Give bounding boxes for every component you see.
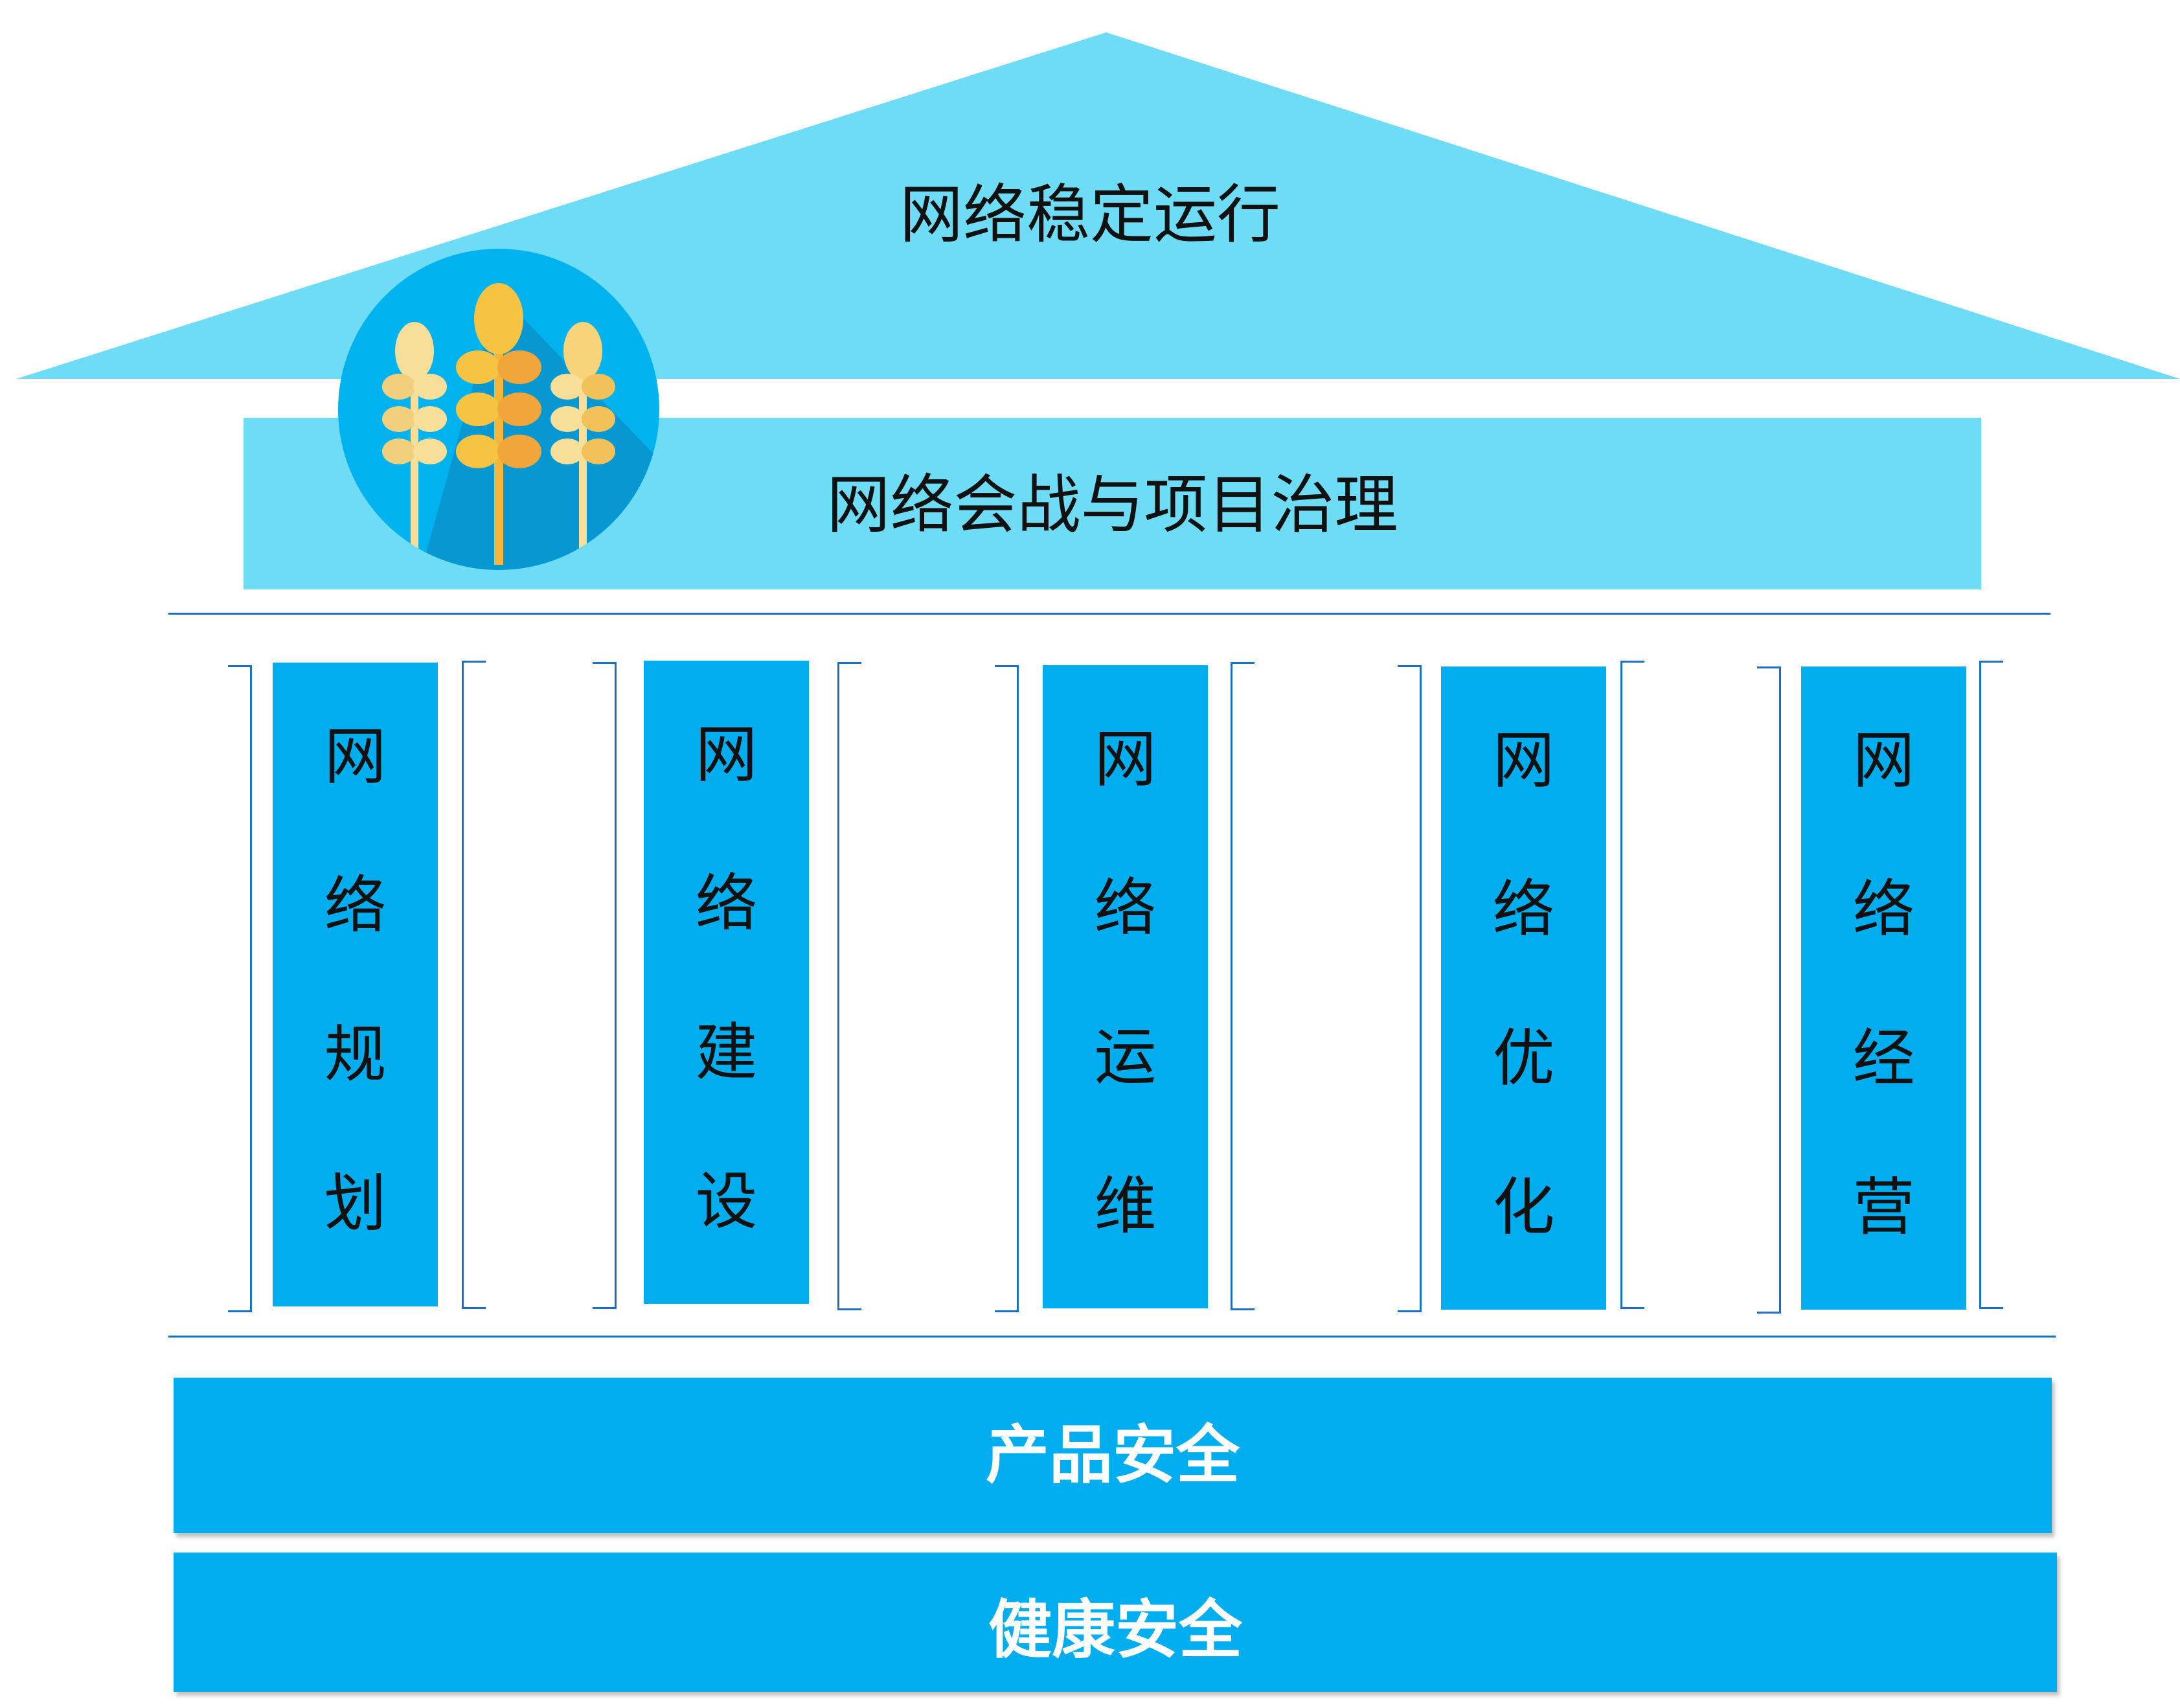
pillar-bracket-right — [1979, 661, 2003, 1309]
pillar-char: 网 — [1492, 724, 1555, 797]
pillar-construction: 网 络 建 设 — [644, 661, 809, 1304]
pillar-bracket-right — [1231, 662, 1255, 1310]
pillar-char: 建 — [695, 1016, 758, 1089]
top-divider — [168, 613, 2050, 615]
pillar-char: 网 — [695, 718, 758, 791]
pillar-optimization: 网 络 优 化 — [1441, 666, 1606, 1310]
band-product-safety: 产品安全 — [174, 1378, 2052, 1533]
pillar-char: 网 — [1094, 723, 1157, 795]
pillar-bracket-left — [995, 665, 1019, 1312]
pillar-char: 维 — [1094, 1170, 1157, 1242]
pillar-bracket-left — [1398, 665, 1422, 1312]
pillar-char: 营 — [1852, 1171, 1915, 1244]
pillar-char: 络 — [324, 869, 387, 942]
pillar-char: 经 — [1852, 1022, 1915, 1095]
pillar-char: 化 — [1492, 1171, 1555, 1244]
pillar-char: 网 — [1852, 724, 1915, 797]
pillar-char: 络 — [695, 867, 758, 940]
pillar-char: 网 — [324, 720, 387, 793]
wheat-icon — [338, 249, 659, 570]
pillar-char: 划 — [324, 1167, 387, 1240]
pillar-char: 络 — [1852, 873, 1915, 946]
pillar-bracket-left — [593, 662, 617, 1309]
pillar-bracket-left — [1757, 666, 1781, 1314]
bottom-divider — [168, 1336, 2056, 1338]
pillar-bracket-right — [1620, 661, 1644, 1309]
band-health-safety: 健康安全 — [174, 1553, 2057, 1692]
pillar-char: 运 — [1094, 1021, 1157, 1093]
pillar-bracket-right — [837, 662, 861, 1310]
pillar-planning: 网 络 规 划 — [273, 663, 438, 1306]
pillar-operations: 网 络 运 维 — [1043, 665, 1208, 1308]
pillar-bracket-right — [462, 661, 486, 1309]
roof-title: 网络稳定运行 — [899, 178, 1280, 252]
pillar-char: 规 — [324, 1018, 387, 1091]
pillar-char: 络 — [1492, 873, 1555, 946]
pillar-business: 网 络 经 营 — [1801, 666, 1966, 1310]
beam-title: 网络会战与项目治理 — [826, 468, 1398, 542]
pillar-char: 设 — [695, 1165, 758, 1238]
pillar-char: 优 — [1492, 1022, 1555, 1095]
pillar-bracket-left — [228, 665, 252, 1312]
pillar-char: 络 — [1094, 872, 1157, 944]
